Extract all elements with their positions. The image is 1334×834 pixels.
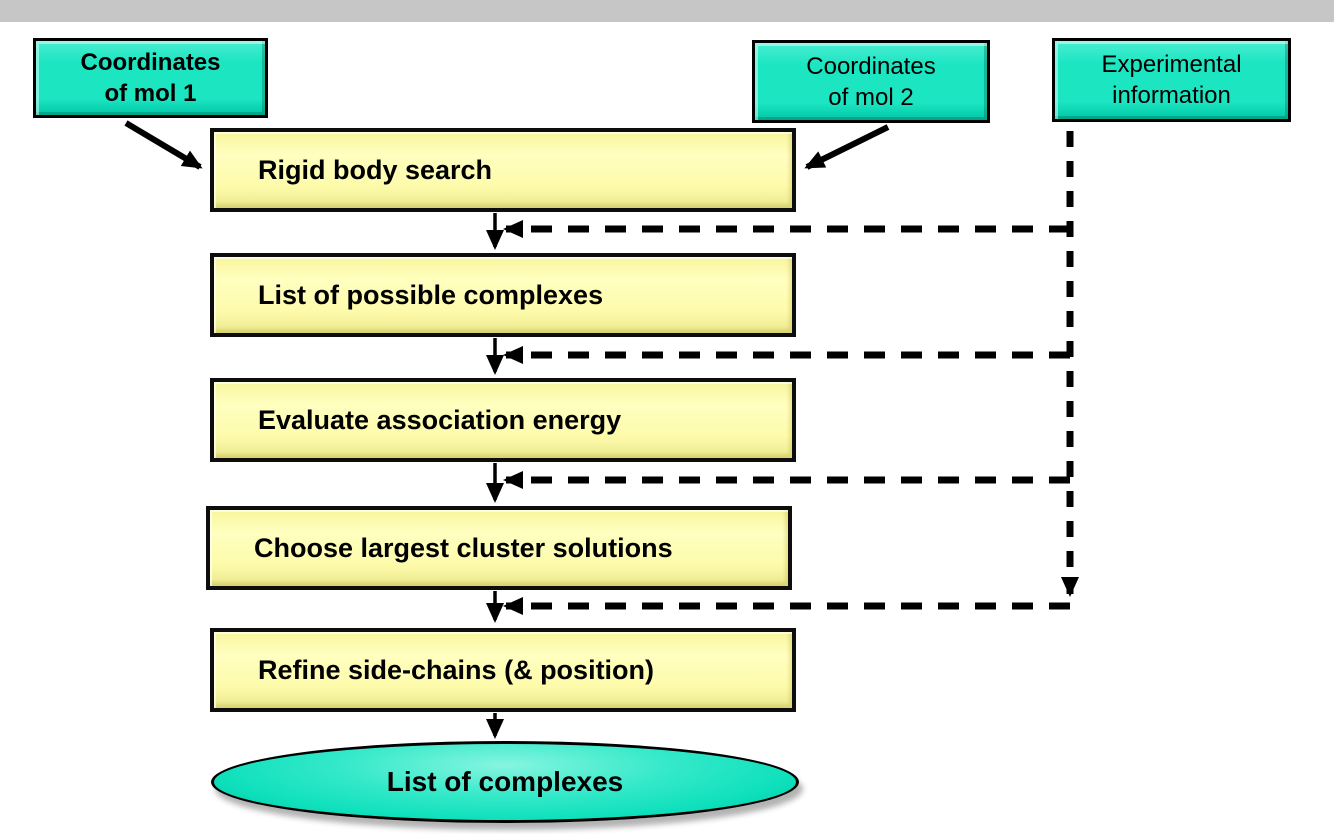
step-list-of-possible-complexes: List of possible complexes	[210, 253, 796, 337]
source-box-coordinates-mol-2-label: Coordinates of mol 2	[806, 52, 936, 111]
terminal-list-of-complexes-label: List of complexes	[386, 766, 624, 797]
step-refine-side-chains: Refine side-chains (& position)	[210, 628, 796, 712]
arrow-mol2-to-rigid-body-search	[804, 124, 890, 170]
source-box-coordinates-mol-1: Coordinates of mol 1	[33, 38, 268, 118]
terminal-list-of-complexes: List of complexes	[211, 741, 799, 823]
source-box-experimental-information: Experimental information	[1052, 38, 1291, 122]
source-box-coordinates-mol-1-label: Coordinates of mol 1	[80, 49, 221, 107]
source-box-experimental-information-label: Experimental information	[1101, 51, 1242, 109]
arrow-mol1-to-rigid-body-search	[124, 120, 203, 170]
step-evaluate-association-energy: Evaluate association energy	[210, 378, 796, 462]
step-choose-largest-cluster-solutions: Choose largest cluster solutions	[206, 506, 792, 590]
step-refine-side-chains-label: Refine side-chains (& position)	[258, 654, 655, 685]
step-rigid-body-search: Rigid body search	[210, 128, 796, 212]
step-list-of-possible-complexes-label: List of possible complexes	[258, 279, 604, 310]
step-choose-largest-cluster-solutions-label: Choose largest cluster solutions	[254, 532, 673, 563]
step-rigid-body-search-label: Rigid body search	[258, 154, 493, 185]
top-gray-bar	[0, 0, 1334, 22]
source-box-coordinates-mol-2: Coordinates of mol 2	[752, 40, 990, 123]
step-evaluate-association-energy-label: Evaluate association energy	[258, 404, 622, 435]
